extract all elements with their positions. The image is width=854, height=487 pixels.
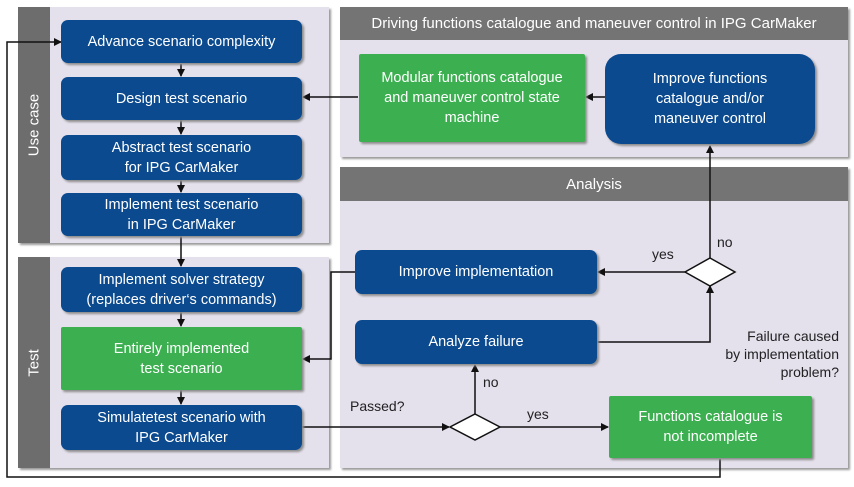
use-case-sidebar: Use case bbox=[18, 7, 50, 243]
label-passed: Passed? bbox=[350, 398, 405, 414]
failure-question-label: Failure caused by implementation problem… bbox=[725, 328, 839, 381]
catalogue-incomplete-box: Functions catalogue is not incomplete bbox=[609, 396, 812, 458]
failure-decision-diamond bbox=[683, 257, 737, 287]
arrow-improve-to-entire bbox=[302, 271, 355, 363]
label-yes-top: yes bbox=[652, 246, 674, 262]
analyze-failure-box: Analyze failure bbox=[355, 320, 597, 364]
simulate-scenario-box: Simulatetest scenario with IPG CarMaker bbox=[61, 405, 302, 450]
arrow-failure-to-decision bbox=[597, 285, 714, 343]
label-no-top: no bbox=[717, 234, 733, 250]
modular-catalogue-box: Modular functions catalogue and maneuver… bbox=[359, 54, 585, 142]
analysis-header: Analysis bbox=[340, 167, 848, 201]
test-sidebar: Test bbox=[18, 257, 50, 468]
arrow-loop-to-advance bbox=[6, 38, 721, 478]
implement-scenario-box: Implement test scenario in IPG CarMaker bbox=[61, 193, 302, 236]
advance-scenario-box: Advance scenario complexity bbox=[61, 20, 302, 63]
entire-scenario-box: Entirely implemented test scenario bbox=[61, 327, 302, 390]
label-yes-bottom: yes bbox=[527, 406, 549, 422]
label-no-bottom: no bbox=[483, 374, 499, 390]
improve-implementation-box: Improve implementation bbox=[355, 250, 597, 294]
solver-strategy-box: Implement solver strategy (replaces driv… bbox=[61, 267, 302, 312]
abstract-scenario-box: Abstract test scenario for IPG CarMaker bbox=[61, 135, 302, 180]
design-scenario-box: Design test scenario bbox=[61, 77, 302, 120]
improve-catalogue-box: Improve functions catalogue and/or maneu… bbox=[605, 54, 815, 144]
driving-header: Driving functions catalogue and maneuver… bbox=[340, 7, 848, 40]
passed-decision-diamond bbox=[448, 413, 502, 441]
